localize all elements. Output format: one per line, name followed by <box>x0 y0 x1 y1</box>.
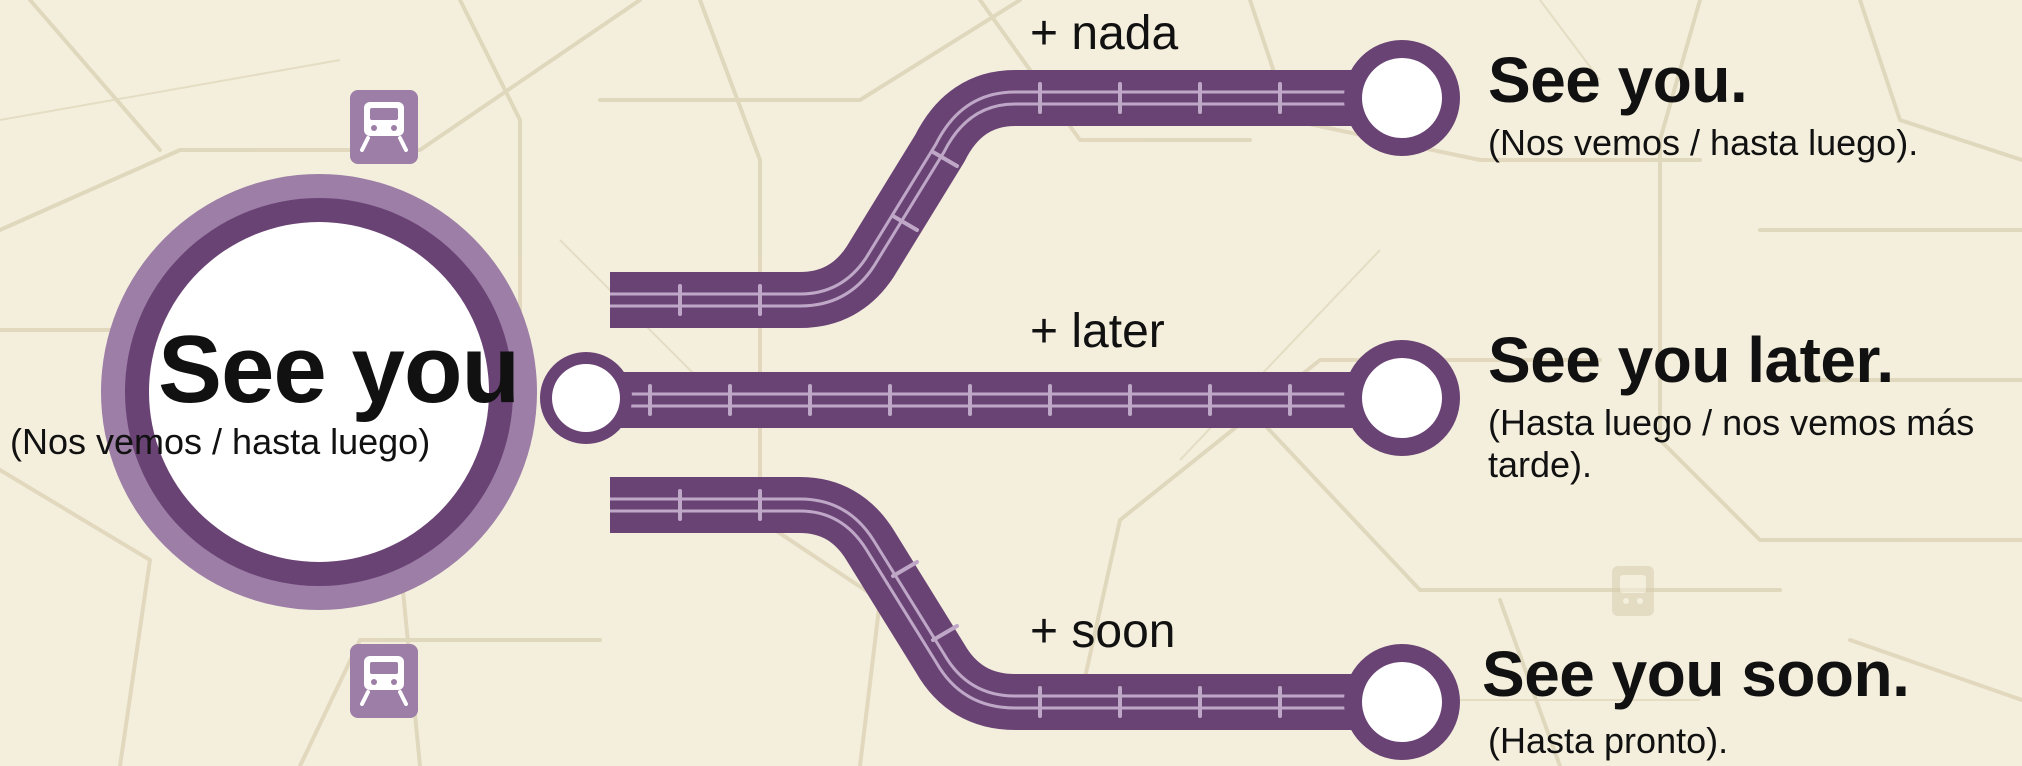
branch-label-later: + later <box>1030 305 1165 358</box>
background-train-icon <box>1612 566 1654 616</box>
destination-title-see-you-later: See you later. <box>1488 324 1894 396</box>
destination-title-see-you: See you. <box>1488 44 1748 116</box>
branch-label-nada: + nada <box>1030 7 1179 60</box>
hub-circle <box>149 222 489 562</box>
station-see-you-later <box>1344 340 1460 456</box>
hub-title: See you <box>158 316 520 423</box>
track-soon <box>610 477 1400 730</box>
destination-title-see-you-soon: See you soon. <box>1482 638 1910 710</box>
track-nada <box>610 70 1400 328</box>
destination-subtitle-see-you-soon: (Hasta pronto). <box>1488 720 1729 761</box>
train-icon-top <box>350 90 418 164</box>
station-see-you <box>1344 40 1460 156</box>
destination-subtitle-see-you-later: (Hasta luego / nos vemos más tarde). <box>1488 402 1975 486</box>
branch-label-soon: + soon <box>1030 605 1176 658</box>
station-see-you-soon <box>1344 644 1460 760</box>
hub-subtitle: (Nos vemos / hasta luego) <box>10 421 431 462</box>
destination-subtitle-see-you: (Nos vemos / hasta luego). <box>1488 122 1919 163</box>
train-icon-bottom <box>350 644 418 718</box>
